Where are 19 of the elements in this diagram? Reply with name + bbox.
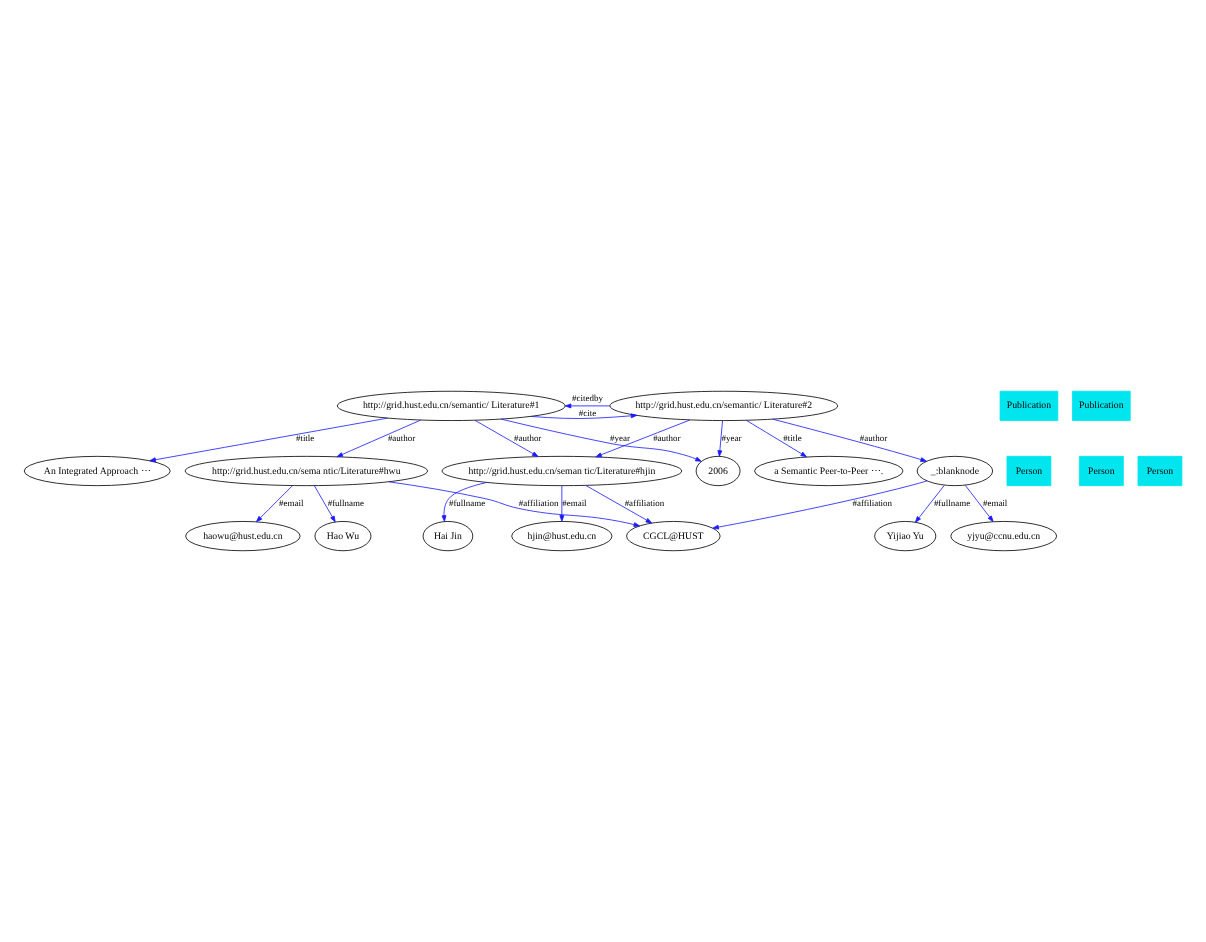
arrow (530, 413, 638, 419)
arrow (585, 485, 653, 524)
arrow (564, 403, 611, 409)
arrow (712, 480, 928, 530)
arrow (500, 418, 702, 462)
arrow (314, 485, 336, 523)
arrow (256, 485, 293, 523)
arrow (964, 484, 994, 523)
arrow (474, 419, 539, 457)
arrow (149, 417, 389, 463)
arrow (772, 418, 927, 462)
arrow (717, 420, 723, 457)
arrow (915, 484, 945, 523)
arrow (441, 482, 487, 522)
arrow (745, 419, 808, 458)
arrow (595, 419, 691, 458)
arrow (559, 485, 565, 522)
arrow (388, 481, 641, 527)
arrow (336, 419, 422, 458)
